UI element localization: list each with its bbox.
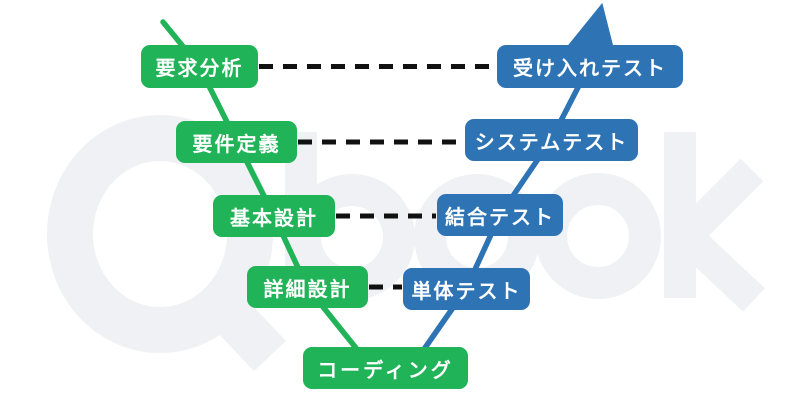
- stage-requirements-definition: 要件定義: [176, 121, 297, 163]
- stage-system-test: システムテスト: [465, 119, 638, 161]
- watermark-qbook: [47, 115, 765, 372]
- stage-integration-test: 結合テスト: [437, 194, 563, 236]
- stage-coding: コーディング: [303, 347, 468, 389]
- stage-requirements-analysis: 要求分析: [141, 45, 258, 88]
- stage-unit-test: 単体テスト: [403, 268, 530, 310]
- stage-acceptance-test: 受け入れテスト: [497, 45, 683, 88]
- stage-basic-design: 基本設計: [213, 195, 335, 237]
- stage-detailed-design: 詳細設計: [247, 266, 368, 308]
